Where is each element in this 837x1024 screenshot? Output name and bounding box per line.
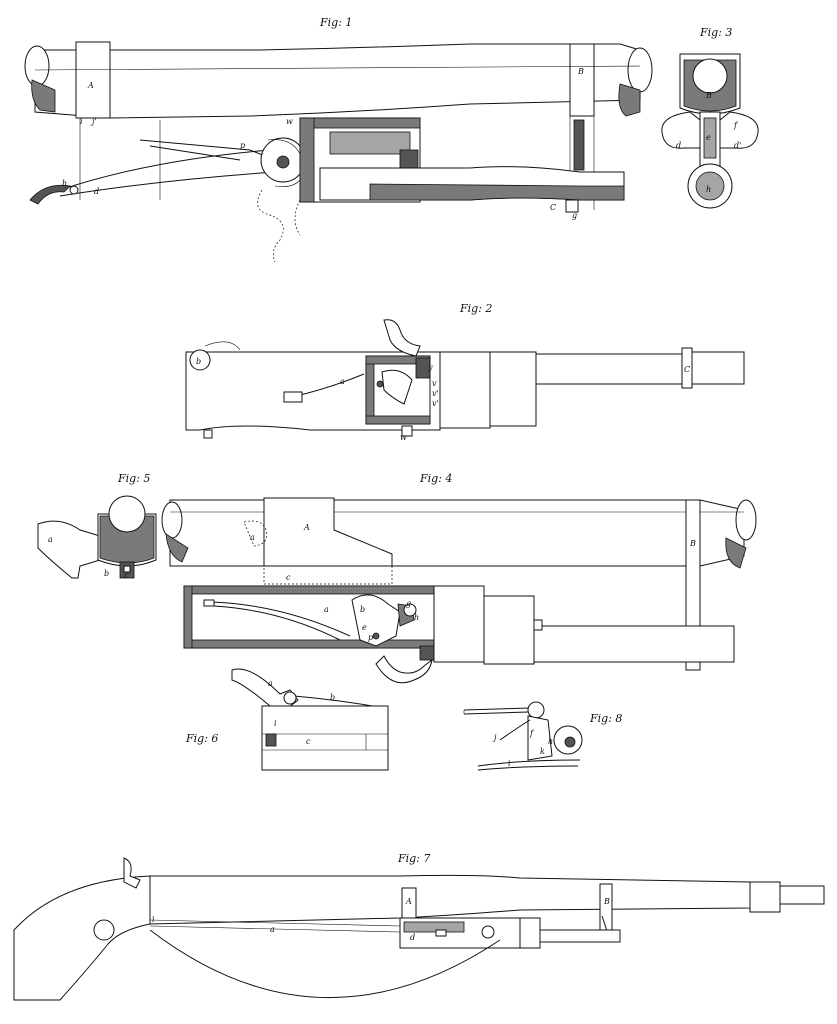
fig3-left-wing	[661, 111, 701, 149]
fig3-bore	[692, 58, 728, 94]
svg-text:a: a	[324, 605, 329, 614]
fig1-label: Fig: 1	[319, 16, 352, 29]
svg-text:a: a	[250, 533, 255, 542]
svg-text:e: e	[706, 133, 711, 142]
svg-text:v': v'	[432, 389, 439, 398]
svg-text:h: h	[62, 179, 67, 188]
svg-text:g: g	[406, 599, 411, 608]
svg-text:b: b	[330, 693, 335, 702]
svg-text:j: j	[492, 733, 497, 742]
fig8-label: Fig: 8	[589, 712, 622, 725]
fig2-barrel-end	[691, 351, 745, 385]
svg-text:f: f	[529, 729, 535, 738]
fig7-muzzle	[779, 885, 825, 905]
svg-text:k: k	[540, 747, 545, 756]
svg-text:d: d	[410, 933, 415, 942]
fig4-barrel	[169, 499, 745, 567]
svg-text:i: i	[152, 915, 155, 924]
fig1-hammer-spur	[29, 184, 71, 205]
fig1-left-shade	[31, 79, 56, 113]
svg-text:A: A	[303, 523, 310, 532]
fig7-drawing: Fig: 7 A B a d i	[13, 852, 825, 1001]
fig1-right-shade	[618, 83, 641, 117]
svg-text:f: f	[733, 121, 739, 130]
svg-text:v: v	[432, 379, 437, 388]
svg-text:c: c	[306, 737, 311, 746]
fig3-right-wing	[719, 111, 759, 149]
svg-text:p: p	[240, 141, 245, 150]
fig1-band-b	[569, 43, 595, 117]
svg-text:w: w	[400, 433, 407, 442]
fig8-plate	[527, 715, 553, 761]
svg-text:y: y	[427, 363, 433, 372]
svg-text:e: e	[362, 623, 367, 632]
fig8-drawing: Fig: 8 j f h k i	[463, 701, 622, 771]
fig6-housing	[261, 705, 389, 771]
svg-text:B: B	[577, 67, 584, 76]
svg-text:d': d'	[734, 141, 741, 150]
fig2-drawing: Fig: 2 b a y v v' v'' C w	[185, 302, 745, 442]
svg-text:i: i	[80, 117, 83, 126]
svg-text:i: i	[274, 719, 277, 728]
svg-text:A: A	[87, 81, 94, 90]
svg-text:d: d	[94, 187, 99, 196]
svg-text:i: i	[508, 759, 511, 768]
svg-text:c: c	[124, 571, 129, 580]
svg-text:w: w	[286, 117, 293, 126]
fig4-trigger-guard	[375, 655, 433, 684]
svg-text:C: C	[550, 203, 556, 212]
fig7-stock	[13, 875, 151, 1001]
fig2-hammer	[383, 319, 421, 357]
fig4-label: Fig: 4	[419, 472, 452, 485]
fig6-label: Fig: 6	[185, 732, 218, 745]
fig5-drawing: Fig: 5 a b c	[37, 472, 157, 580]
svg-text:B: B	[603, 897, 610, 906]
fig2-label: Fig: 2	[459, 302, 492, 315]
svg-text:A: A	[405, 897, 412, 906]
svg-text:B: B	[689, 539, 696, 548]
svg-text:h: h	[548, 737, 553, 746]
svg-text:a: a	[268, 679, 273, 688]
svg-text:B: B	[705, 91, 712, 100]
fig1-band-a	[75, 41, 111, 119]
fig7-label: Fig: 7	[397, 852, 430, 865]
svg-text:a: a	[48, 535, 53, 544]
fig3-drawing: Fig: 3 B d d' f e h	[661, 26, 759, 209]
svg-text:a: a	[340, 377, 345, 386]
fig7-sling	[149, 929, 501, 999]
fig1-barrel	[34, 43, 641, 119]
svg-text:c: c	[286, 573, 291, 582]
svg-text:b: b	[360, 605, 365, 614]
fig5-lever	[37, 520, 101, 579]
fig7-barrel	[149, 874, 751, 925]
fig1-barrel-muzzle-right	[627, 47, 653, 93]
svg-text:v'': v''	[432, 399, 441, 408]
fig3-label: Fig: 3	[699, 26, 732, 39]
fig1-lever-lower	[59, 171, 276, 197]
fig6-drawing: Fig: 6 a b c i	[185, 668, 389, 771]
svg-text:p: p	[368, 633, 373, 642]
fig5-label: Fig: 5	[117, 472, 150, 485]
svg-text:g: g	[572, 211, 577, 220]
svg-text:b: b	[104, 569, 109, 578]
fig7-hammer	[123, 857, 141, 889]
svg-text:C: C	[684, 365, 690, 374]
fig1-dotted-path	[257, 189, 284, 263]
svg-text:a: a	[270, 925, 275, 934]
svg-text:b: b	[196, 357, 201, 366]
fig1-drawing: Fig: 1	[24, 16, 653, 263]
svg-text:d: d	[676, 141, 681, 150]
fig1-lever-upper	[59, 149, 271, 191]
svg-text:h: h	[414, 613, 419, 622]
fig5-bore	[108, 495, 146, 533]
svg-text:h: h	[706, 185, 711, 194]
svg-text:j': j'	[90, 117, 97, 126]
fig1-barrel-muzzle-left	[24, 45, 50, 87]
fig4-drawing: Fig: 4 A B a a	[161, 472, 757, 684]
